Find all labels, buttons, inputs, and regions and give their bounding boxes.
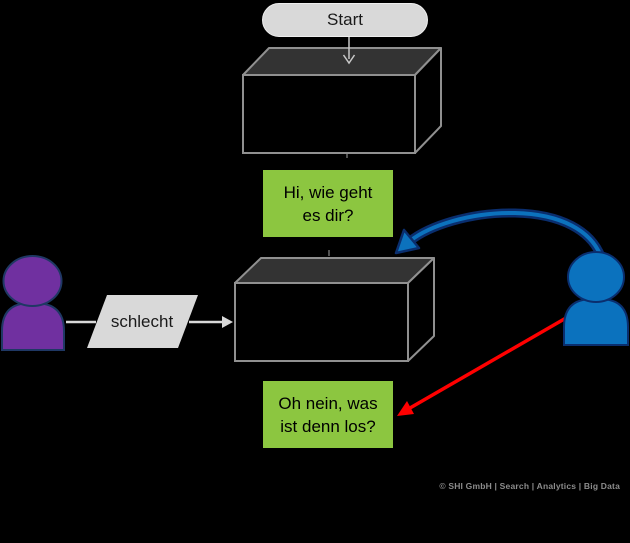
bot-message-bottom: Oh nein, was ist denn los?: [263, 381, 393, 448]
start-node: Start: [262, 3, 428, 37]
purple-user-body: [1, 302, 65, 351]
black-box-top: [242, 47, 442, 158]
copyright-text: © SHI GmbH | Search | Analytics | Big Da…: [439, 481, 620, 491]
blue-user-icon: [563, 251, 629, 346]
black-box-middle: [234, 250, 435, 362]
user-input-label: schlecht: [92, 295, 192, 348]
bot-message-bottom-line2: ist denn los?: [280, 416, 376, 436]
black-box-top-top-face: [242, 47, 442, 76]
connector-input-to-box-arrow: [189, 316, 233, 328]
bot-message-top: Hi, wie geht es dir?: [263, 170, 393, 237]
user-input-text: schlecht: [110, 311, 174, 331]
blue-curved-arrow: [394, 208, 607, 264]
blue-arrowhead-icon: [394, 228, 421, 255]
red-arrowhead-icon: [397, 401, 414, 416]
purple-user-icon: [1, 255, 65, 351]
start-label: Start: [327, 10, 363, 29]
input-parallelogram: [87, 295, 198, 348]
red-arrow: [397, 316, 567, 416]
bot-message-top-line2: es dir?: [302, 205, 354, 225]
black-box-middle-top-face: [234, 257, 435, 284]
blue-user-body: [563, 298, 629, 346]
blue-user-head: [567, 251, 625, 303]
bot-message-top-line1: Hi, wie geht: [283, 182, 373, 202]
bot-message-bottom-line1: Oh nein, was: [278, 393, 378, 413]
start-arrow: [342, 37, 356, 65]
black-box-top-front-face: [242, 74, 416, 154]
purple-user-head: [2, 255, 63, 307]
black-box-middle-front-face: [234, 282, 409, 362]
